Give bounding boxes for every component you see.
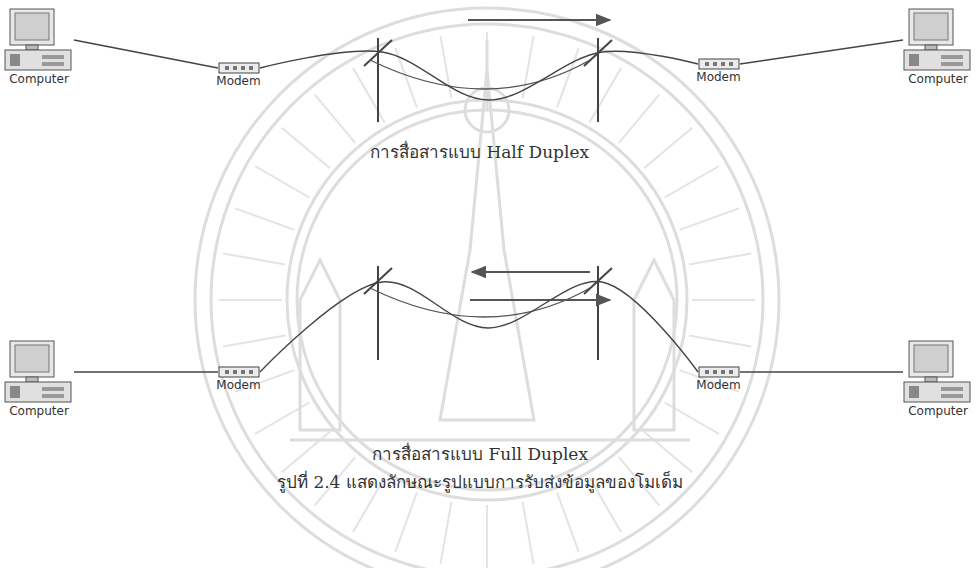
modem-box: Modem <box>694 366 743 392</box>
device-label: Computer <box>901 404 975 418</box>
device-label: Computer <box>901 72 975 86</box>
seal-ray <box>255 166 310 198</box>
cable <box>740 40 903 64</box>
seal-ray <box>315 95 355 143</box>
cable <box>74 371 218 372</box>
seal-ray <box>353 68 385 123</box>
computer-icon: Computer <box>2 340 76 418</box>
seal-ray <box>689 253 751 264</box>
sub-caption: การสื่อสารแบบ Half Duplex <box>370 138 589 165</box>
device-label: Modem <box>694 70 743 84</box>
seal-ray <box>644 128 692 168</box>
second-wire <box>370 288 590 317</box>
seal-ray <box>395 493 417 552</box>
pole <box>597 38 599 122</box>
device-label: Modem <box>214 378 263 392</box>
modem-box: Modem <box>214 366 263 392</box>
seal-ray <box>523 502 534 564</box>
direction-arrow <box>472 271 590 273</box>
seal-ray <box>223 253 285 264</box>
seal-ray <box>486 505 488 568</box>
direction-arrow <box>468 19 610 21</box>
device-label: Modem <box>694 378 743 392</box>
computer-shape <box>903 340 973 404</box>
cable <box>260 281 698 372</box>
computer-shape <box>4 340 74 404</box>
seal-ray <box>440 36 451 98</box>
direction-arrow <box>470 299 610 301</box>
seal-ray <box>665 166 720 198</box>
seal-ray <box>644 432 692 472</box>
computer-shape <box>903 8 973 72</box>
sub-caption: การสื่อสารแบบ Full Duplex <box>372 440 588 467</box>
seal-ray <box>235 208 294 230</box>
cable <box>740 371 903 372</box>
seal-ray <box>486 32 488 95</box>
computer-icon: Computer <box>901 8 975 86</box>
seal-ray <box>255 403 310 435</box>
computer-shape <box>4 8 74 72</box>
seal-ray <box>523 36 534 98</box>
seal-ray <box>219 299 282 301</box>
seal-ray <box>557 48 579 107</box>
device-label: Computer <box>2 72 76 86</box>
computer-icon: Computer <box>901 340 975 418</box>
pole <box>377 38 379 122</box>
seal-ray <box>282 128 330 168</box>
seal-ray <box>619 95 659 143</box>
seal-ray <box>680 208 739 230</box>
device-label: Computer <box>2 404 76 418</box>
seal-ray <box>557 493 579 552</box>
computer-icon: Computer <box>2 8 76 86</box>
second-wire <box>370 60 590 89</box>
cable <box>260 51 698 100</box>
seal-ray <box>665 403 720 435</box>
modem-shape <box>218 62 260 74</box>
seal-ray <box>282 432 330 472</box>
seal-ray <box>692 299 755 301</box>
cable <box>74 40 218 68</box>
seal-ray <box>689 336 751 347</box>
seal-ray <box>223 336 285 347</box>
modem-shape <box>698 366 740 378</box>
device-label: Modem <box>214 74 263 88</box>
modem-shape <box>698 58 740 70</box>
modem-shape <box>218 366 260 378</box>
modem-box: Modem <box>694 58 743 84</box>
crossarm <box>364 268 392 294</box>
modem-box: Modem <box>214 62 263 88</box>
figure-caption: รูปที่ 2.4 แสดงลักษณะรูปแบบการรับส่งข้อม… <box>277 468 683 495</box>
seal-ray <box>440 502 451 564</box>
seal-ray <box>590 68 622 123</box>
